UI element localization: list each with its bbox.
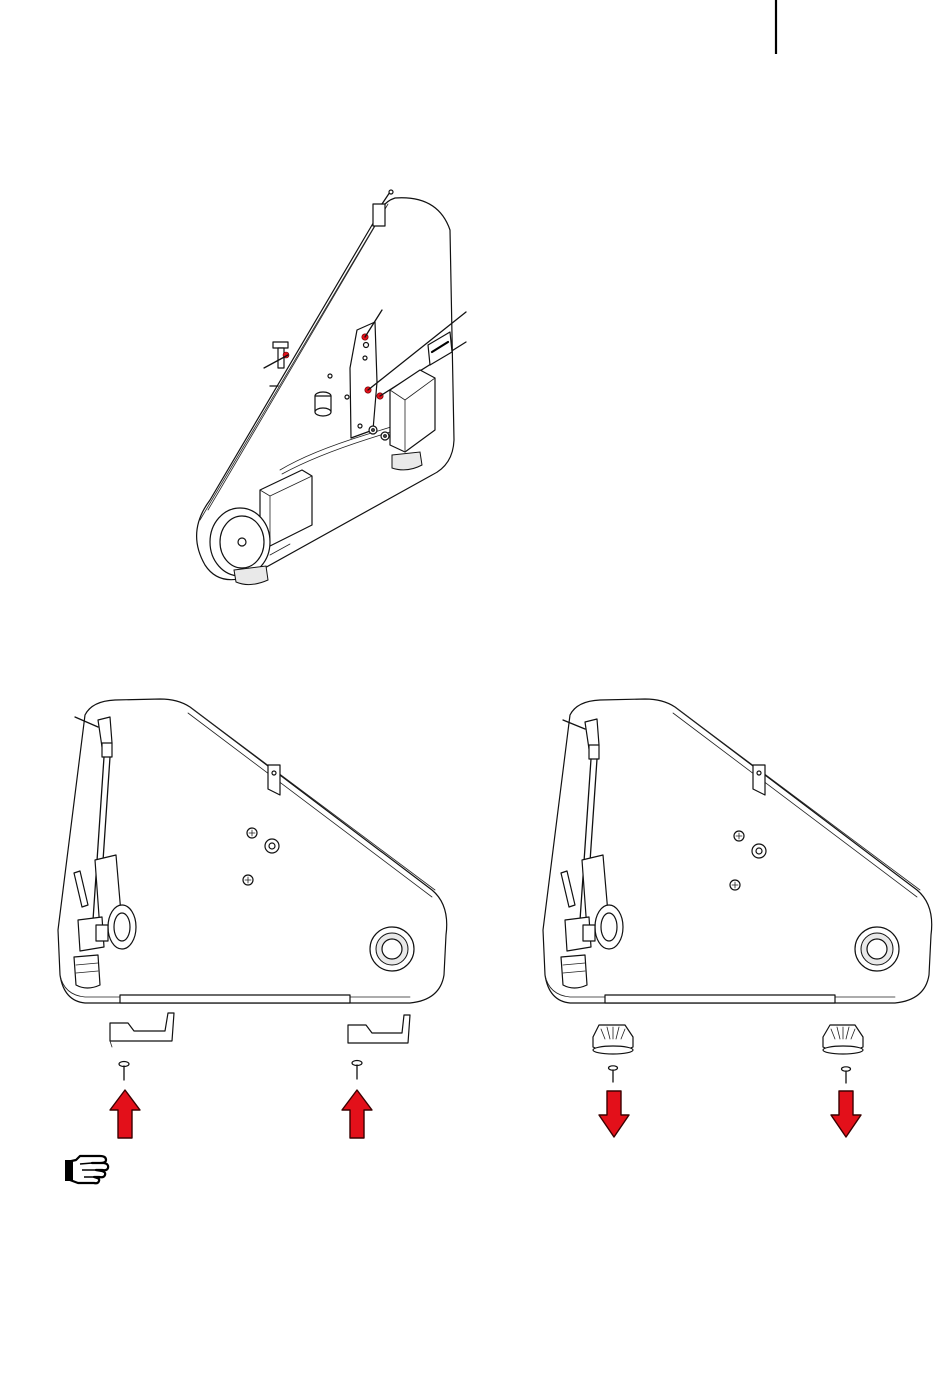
damping-foot-right <box>823 1025 863 1054</box>
arrow-down-icon <box>831 1091 861 1137</box>
turntable-side-feet-figure <box>525 695 945 1150</box>
arrow-down-icon <box>599 1091 629 1137</box>
arrow-up-icon <box>342 1090 372 1138</box>
transport-bracket-left <box>110 1013 174 1047</box>
screw-icon <box>352 1061 362 1080</box>
turntable-tilted-figure <box>170 190 480 590</box>
screw-icon <box>119 1062 129 1081</box>
header-rule <box>0 0 950 70</box>
transport-bracket-right <box>348 1015 410 1043</box>
pointing-hand-icon <box>64 1150 112 1186</box>
screw-icon <box>842 1067 851 1083</box>
damping-foot-left <box>593 1025 633 1054</box>
turntable-side-brackets-figure <box>40 695 460 1150</box>
arrow-up-icon <box>110 1090 140 1138</box>
screw-icon <box>609 1066 618 1082</box>
